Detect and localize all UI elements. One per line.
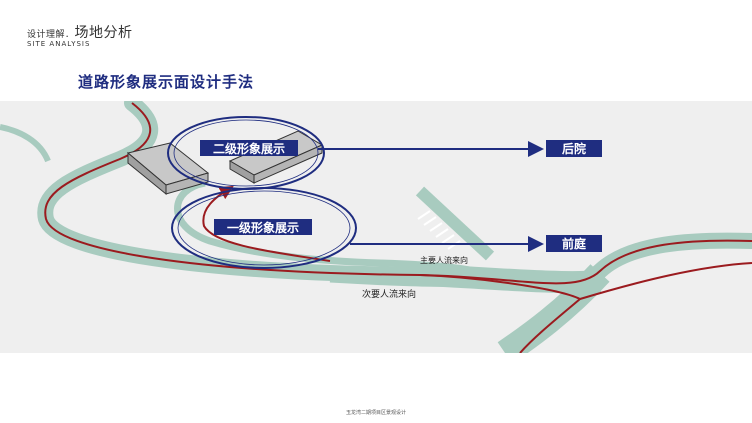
level1-label: 一级形象展示 — [227, 220, 299, 235]
section-prefix: 设计理解． — [27, 30, 75, 40]
back-yard-label: 后院 — [562, 141, 586, 156]
section-subtitle: SITE ANALYSIS — [27, 40, 91, 48]
building-main — [126, 142, 210, 196]
circulation-lines — [44, 102, 752, 353]
section-name: 场地分析 — [74, 25, 133, 41]
site-ground — [0, 101, 752, 353]
level2-label: 二级形象展示 — [213, 141, 285, 156]
front-yard-box — [546, 235, 602, 252]
level1-label-box — [214, 219, 312, 235]
page-title: 道路形象展示面设计手法 — [78, 73, 255, 91]
zone-level1 — [171, 187, 357, 269]
section-header: 设计理解．场地分析 — [27, 22, 133, 42]
main-flow-label: 主要人流来向 — [420, 255, 468, 265]
footer-text: 玉龙湾二期项目区景观设计 — [345, 410, 406, 416]
site-diagram: 二级形象展示 一级形象展示 后院 前庭 主要人流来向 次要人流来向 — [0, 101, 752, 353]
level2-label-box — [200, 140, 298, 156]
secondary-flow-label: 次要人流来向 — [362, 288, 416, 300]
front-yard-label: 前庭 — [562, 236, 586, 251]
back-yard-box — [546, 140, 602, 157]
